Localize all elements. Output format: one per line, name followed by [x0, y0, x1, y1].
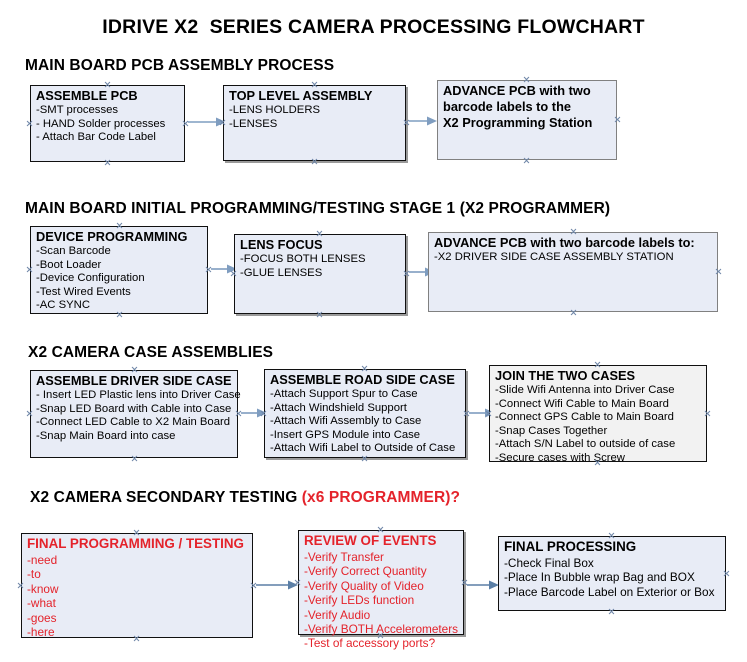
node-assemble-pcb[interactable]: ASSEMBLE PCB -SMT processes - HAND Solde…: [30, 85, 185, 162]
node-line: -Connect GPS Cable to Main Board: [495, 411, 674, 424]
node-line: -Attach Windshield Support: [270, 401, 407, 414]
section-heading-text: X2 CAMERA CASE ASSEMBLIES: [28, 344, 274, 361]
node-line: -Verify Transfer: [304, 550, 384, 564]
node-line: -know: [27, 581, 59, 596]
node-line: -Test Wired Events: [36, 285, 131, 298]
section-heading-x2-camera-secondary-testing: X2 CAMERA SECONDARY TESTING (x6 PROGRAMM…: [30, 489, 460, 507]
node-line: -Attach Wifi Assembly to Case: [270, 415, 422, 428]
node-line: - HAND Solder processes: [36, 117, 166, 130]
section-heading-accent: (x6 PROGRAMMER)?: [301, 489, 461, 506]
arrow-top-level-assembly-to-advance-pcb: [409, 116, 437, 126]
node-line: -goes: [27, 610, 57, 625]
node-review-of-events[interactable]: REVIEW OF EVENTS -Verify Transfer -Verif…: [298, 530, 464, 650]
node-title: ADVANCE PCB with two barcode labels to:: [434, 235, 695, 250]
arrow-driver-side-case-to-road-side-case: [241, 408, 267, 418]
node-line: -here: [27, 625, 55, 640]
node-title-line3: X2 Programming Station: [443, 115, 593, 130]
node-title: ASSEMBLE DRIVER SIDE CASE: [36, 373, 232, 388]
node-assemble-road-side-case[interactable]: ASSEMBLE ROAD SIDE CASE -Attach Support …: [264, 369, 466, 458]
node-line: -Scan Barcode: [36, 245, 111, 257]
node-line: -Secure cases with Screw: [495, 451, 625, 464]
arrow-final-programming-to-review-of-events: [256, 580, 298, 590]
node-line: -Snap Cases Together: [495, 424, 608, 437]
node-line: -Connect Wifi Cable to Main Board: [495, 397, 669, 410]
node-line: -GLUE LENSES: [240, 266, 323, 279]
node-title: DEVICE PROGRAMMING: [36, 229, 188, 244]
node-line: -X2 DRIVER SIDE CASE ASSEMBLY STATION: [434, 251, 674, 263]
node-line: -Device Configuration: [36, 272, 145, 285]
node-line: -Verify Audio: [304, 607, 371, 622]
node-line: -Verify Correct Quantity: [304, 564, 427, 579]
page-title: IDRIVE X2 SERIES CAMERA PROCESSING FLOWC…: [102, 16, 645, 38]
section-heading-x2-camera-case-assemblies: X2 CAMERA CASE ASSEMBLIES: [28, 344, 273, 362]
node-advance-pcb-to-x2-programming-station[interactable]: ADVANCE PCB with two barcode labels to t…: [437, 80, 617, 160]
section-heading-text: MAIN BOARD INITIAL PROGRAMMING/TESTING S…: [25, 200, 611, 217]
node-title: ASSEMBLE PCB: [36, 88, 138, 103]
node-line: -Slide Wifi Antenna into Driver Case: [495, 384, 675, 396]
node-line: -AC SYNC: [36, 299, 90, 312]
node-title: FINAL PROCESSING: [504, 539, 637, 554]
node-line: -Snap LED Board with Cable into Case: [36, 402, 232, 415]
node-title: ASSEMBLE ROAD SIDE CASE: [270, 372, 455, 387]
node-line: -Attach Support Spur to Case: [270, 388, 418, 400]
node-line: -Place Barcode Label on Exterior or Box: [504, 584, 715, 599]
node-line: -Boot Loader: [36, 258, 102, 271]
node-line: -LENS HOLDERS: [229, 104, 321, 116]
arrow-assemble-pcb-to-top-level-assembly: [188, 117, 226, 127]
node-line-overflow: -Test of accessory ports?: [304, 636, 436, 651]
node-assemble-driver-side-case[interactable]: ASSEMBLE DRIVER SIDE CASE - Insert LED P…: [30, 370, 241, 458]
node-line: -Attach Wifi Label to Outside of Case: [270, 442, 456, 455]
node-line: -Attach S/N Label to outside of case: [495, 438, 676, 451]
node-join-the-two-cases[interactable]: JOIN THE TWO CASES -Slide Wifi Antenna i…: [489, 365, 707, 464]
node-line: -FOCUS BOTH LENSES: [240, 253, 366, 265]
node-device-programming[interactable]: DEVICE PROGRAMMING -Scan Barcode -Boot L…: [30, 226, 208, 314]
node-advance-pcb-to-driver-side-case-assembly[interactable]: ADVANCE PCB with two barcode labels to: …: [428, 232, 718, 312]
node-line: -SMT processes: [36, 104, 119, 116]
node-title: ADVANCE PCB with two: [443, 83, 591, 98]
node-title: FINAL PROGRAMMING / TESTING: [27, 536, 244, 551]
node-line: - Insert LED Plastic lens into Driver Ca…: [36, 389, 241, 401]
arrow-review-of-events-to-final-processing: [467, 580, 499, 590]
node-top-level-assembly[interactable]: TOP LEVEL ASSEMBLY -LENS HOLDERS -LENSES: [223, 85, 406, 161]
section-heading-text: MAIN BOARD PCB ASSEMBLY PROCESS: [25, 57, 335, 74]
node-final-programming-testing[interactable]: FINAL PROGRAMMING / TESTING -need -to -k…: [21, 533, 253, 640]
arrow-device-programming-to-lens-focus: [211, 264, 237, 274]
node-line: -Place In Bubble wrap Bag and BOX: [504, 570, 695, 585]
node-line: -to: [27, 567, 41, 582]
node-line: -Snap Main Board into case: [36, 429, 176, 442]
node-title: TOP LEVEL ASSEMBLY: [229, 88, 373, 103]
node-title: REVIEW OF EVENTS: [304, 533, 437, 548]
node-title: LENS FOCUS: [240, 237, 323, 252]
node-line: -LENSES: [229, 117, 278, 130]
node-line: -Check Final Box: [504, 556, 594, 570]
node-title-line2: barcode labels to the: [443, 99, 572, 114]
section-heading-text: X2 CAMERA SECONDARY TESTING: [30, 489, 302, 506]
node-line: -need: [27, 553, 58, 567]
node-lens-focus[interactable]: LENS FOCUS -FOCUS BOTH LENSES -GLUE LENS…: [234, 234, 406, 314]
node-line: -Insert GPS Module into Case: [270, 428, 421, 441]
node-title: JOIN THE TWO CASES: [495, 368, 636, 383]
section-heading-main-board-pcb-assembly-process: MAIN BOARD PCB ASSEMBLY PROCESS: [25, 57, 334, 75]
node-line: -Connect LED Cable to X2 Main Board: [36, 416, 231, 429]
node-line: -Verify Quality of Video: [304, 578, 424, 593]
node-final-processing[interactable]: FINAL PROCESSING -Check Final Box -Place…: [498, 536, 726, 611]
section-heading-main-board-initial-programming: MAIN BOARD INITIAL PROGRAMMING/TESTING S…: [25, 200, 610, 218]
node-line: -what: [27, 596, 56, 611]
node-line: - Attach Bar Code Label: [36, 131, 156, 144]
node-line: -Verify LEDs function: [304, 593, 415, 608]
node-line: -Verify BOTH Accelerometers: [304, 622, 459, 637]
